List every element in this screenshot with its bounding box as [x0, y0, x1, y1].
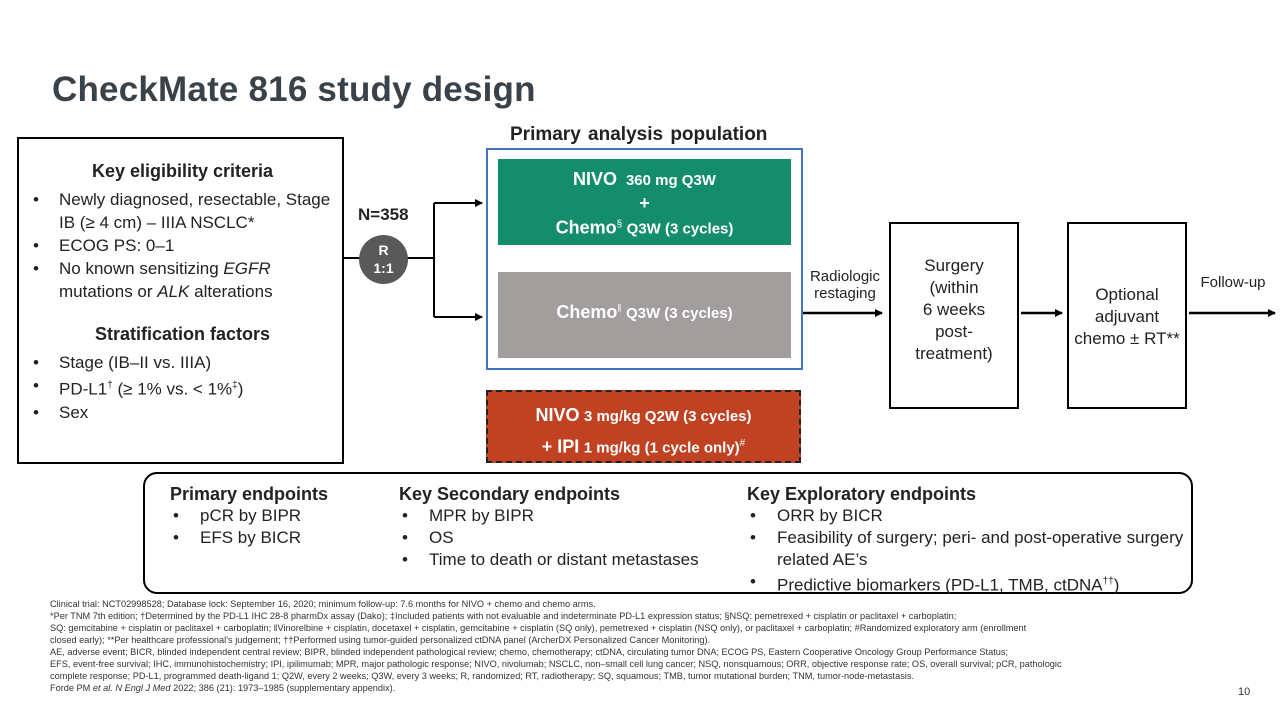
restaging-label: Radiologic restaging — [803, 268, 887, 302]
arm-line: + IPI 1 mg/kg (1 cycle only)# — [488, 430, 799, 461]
endpoint-item: MPR by BIPR — [402, 505, 699, 527]
population-box — [486, 148, 803, 370]
eligibility-item: No known sensitizing EGFR mutations or A… — [33, 257, 332, 303]
endpoints-heading: Key Exploratory endpoints — [747, 484, 977, 504]
drug-dose: Q3W (3 cycles) — [626, 220, 734, 238]
endpoint-item: Time to death or distant metastases — [402, 549, 699, 571]
restaging-line: Radiologic — [809, 268, 881, 285]
footnote-line: complete response; PD-L1, programmed dea… — [50, 671, 914, 681]
text-span: 2022; 386 (21): 1973–1985 (supplementary… — [170, 683, 396, 693]
drug-dose: Q3W (3 cycles) — [625, 305, 733, 322]
drug-name: Chemo — [556, 302, 618, 322]
arm-line: NIVO 3 mg/kg Q2W (3 cycles) — [488, 402, 799, 430]
stratification-item: Stage (IB–II vs. IIIA) — [33, 351, 332, 374]
footnote-line: Clinical trial: NCT02998528; Database lo… — [50, 599, 596, 609]
endpoint-item: EFS by BICR — [173, 527, 328, 549]
citation: Forde PM et al. N Engl J Med 2022; 386 (… — [50, 682, 1235, 694]
randomization-label: R — [378, 242, 389, 258]
endpoints-list: MPR by BIPR OS Time to death or distant … — [402, 505, 699, 571]
eligibility-box: Key eligibility criteria Newly diagnosed… — [17, 137, 344, 464]
text-span: alterations — [189, 282, 273, 301]
drug-name: NIVO — [535, 405, 580, 425]
endpoints-box: Primary endpoints pCR by BIPR EFS by BIC… — [143, 472, 1193, 597]
gene-egfr: EGFR — [223, 259, 271, 278]
footnotes: Clinical trial: NCT02998528; Database lo… — [50, 598, 1235, 694]
eligibility-heading: Key eligibility criteria — [91, 161, 274, 181]
adjuvant-line: adjuvant — [1094, 307, 1160, 326]
sample-size: N=358 — [358, 205, 409, 224]
footnote-mark: # — [739, 438, 746, 449]
text-span: Predictive biomarkers (PD-L1, TMB, ctDNA — [777, 575, 1103, 595]
endpoints-list: pCR by BIPR EFS by BICR — [173, 505, 328, 549]
surgery-line: treatment) — [915, 344, 993, 363]
footnote-mark: ‡ — [232, 380, 238, 391]
stratification-heading: Stratification factors — [94, 324, 271, 344]
page-number: 10 — [1238, 686, 1251, 698]
arm-line: NIVO 360 mg Q3W — [498, 168, 791, 192]
gene-alk: ALK — [157, 282, 190, 301]
surgery-line: 6 weeks — [922, 300, 986, 319]
footnote-mark: † — [107, 380, 113, 391]
endpoint-item: Feasibility of surgery; peri- and post-o… — [750, 527, 1192, 571]
exploratory-endpoints: Key Exploratory endpoints ORR by BICR Fe… — [747, 483, 1192, 597]
endpoints-heading: Key Secondary endpoints — [399, 484, 621, 504]
drug-dose: 1 mg/kg (1 cycle only) — [583, 439, 740, 457]
drug-name: Chemo — [555, 217, 617, 238]
endpoints-heading: Primary endpoints — [170, 484, 329, 504]
eligibility-item: Newly diagnosed, resectable, Stage IB (≥… — [33, 188, 332, 234]
endpoint-item: Predictive biomarkers (PD-L1, TMB, ctDNA… — [750, 571, 1192, 597]
text-span: ) — [1113, 575, 1120, 595]
drug-name: + IPI — [541, 436, 580, 457]
adjuvant-line: Optional — [1095, 285, 1159, 304]
drug-dose: 3 mg/kg Q2W (3 cycles) — [583, 408, 752, 425]
adjuvant-box: Optional adjuvant chemo ± RT** — [1067, 222, 1187, 409]
eligibility-list: Newly diagnosed, resectable, Stage IB (≥… — [33, 188, 332, 303]
endpoints-list: ORR by BICR Feasibility of surgery; peri… — [750, 505, 1192, 597]
plus-sign: + — [639, 193, 650, 213]
text-span: mutations or — [59, 282, 158, 301]
drug-dose: 360 mg Q3W — [625, 172, 716, 189]
secondary-endpoints: Key Secondary endpoints MPR by BIPR OS T… — [399, 483, 699, 571]
arm-nivo-ipi: NIVO 3 mg/kg Q2W (3 cycles) + IPI 1 mg/k… — [486, 390, 801, 463]
text-span: (≥ 1% vs. < 1% — [112, 379, 233, 399]
adjuvant-line: chemo ± RT** — [1074, 329, 1180, 348]
restaging-line: restaging — [814, 285, 876, 302]
stratification-item: PD-L1† (≥ 1% vs. < 1%‡) — [33, 374, 332, 401]
text-span: ) — [237, 379, 244, 399]
surgery-line: Surgery — [924, 256, 984, 275]
endpoint-item: ORR by BICR — [750, 505, 1192, 527]
surgery-box: Surgery (within 6 weeks post- treatment) — [889, 222, 1019, 409]
footnote-line: EFS, event-free survival; IHC, immunohis… — [50, 659, 1062, 669]
surgery-line: (within — [929, 278, 979, 297]
journal-name: N Engl J Med — [115, 683, 171, 693]
slide-title: CheckMate 816 study design — [52, 70, 536, 109]
footnote-mark: ǁ — [617, 303, 622, 315]
randomization-circle: R 1:1 — [359, 235, 408, 284]
arm-nivo-chemo: NIVO 360 mg Q3W + Chemo§ Q3W (3 cycles) — [498, 159, 791, 245]
followup-label: Follow-up — [1200, 274, 1266, 291]
eligibility-item: ECOG PS: 0–1 — [33, 234, 332, 257]
footnote-line: *Per TNM 7th edition; †Determined by the… — [50, 611, 957, 621]
endpoint-item: pCR by BIPR — [173, 505, 328, 527]
text-span: et al. — [92, 683, 113, 693]
footnote-mark: § — [616, 219, 623, 230]
text-span: Forde PM — [50, 683, 93, 693]
footnote-line: AE, adverse event; BICR, blinded indepen… — [50, 647, 1009, 657]
arm-chemo: Chemoǁ Q3W (3 cycles) — [498, 272, 791, 358]
footnote-mark: †† — [1102, 576, 1114, 587]
arm-line: Chemo§ Q3W (3 cycles) — [498, 214, 791, 240]
stratification-list: Stage (IB–II vs. IIIA) PD-L1† (≥ 1% vs. … — [33, 351, 332, 424]
footnote-line: SQ: gemcitabine + cisplatin or paclitaxe… — [50, 623, 1027, 633]
footnote-line: closed early); **Per healthcare professi… — [50, 635, 711, 645]
text-span: No known sensitizing — [59, 259, 224, 278]
surgery-line: post- — [935, 322, 973, 341]
population-title: Primary analysis population — [510, 124, 768, 145]
stratification-item: Sex — [33, 401, 332, 424]
text-span: PD-L1 — [59, 379, 108, 399]
endpoint-item: OS — [402, 527, 699, 549]
primary-endpoints: Primary endpoints pCR by BIPR EFS by BIC… — [170, 483, 328, 549]
drug-name: NIVO — [573, 169, 618, 189]
randomization-ratio: 1:1 — [373, 260, 394, 276]
